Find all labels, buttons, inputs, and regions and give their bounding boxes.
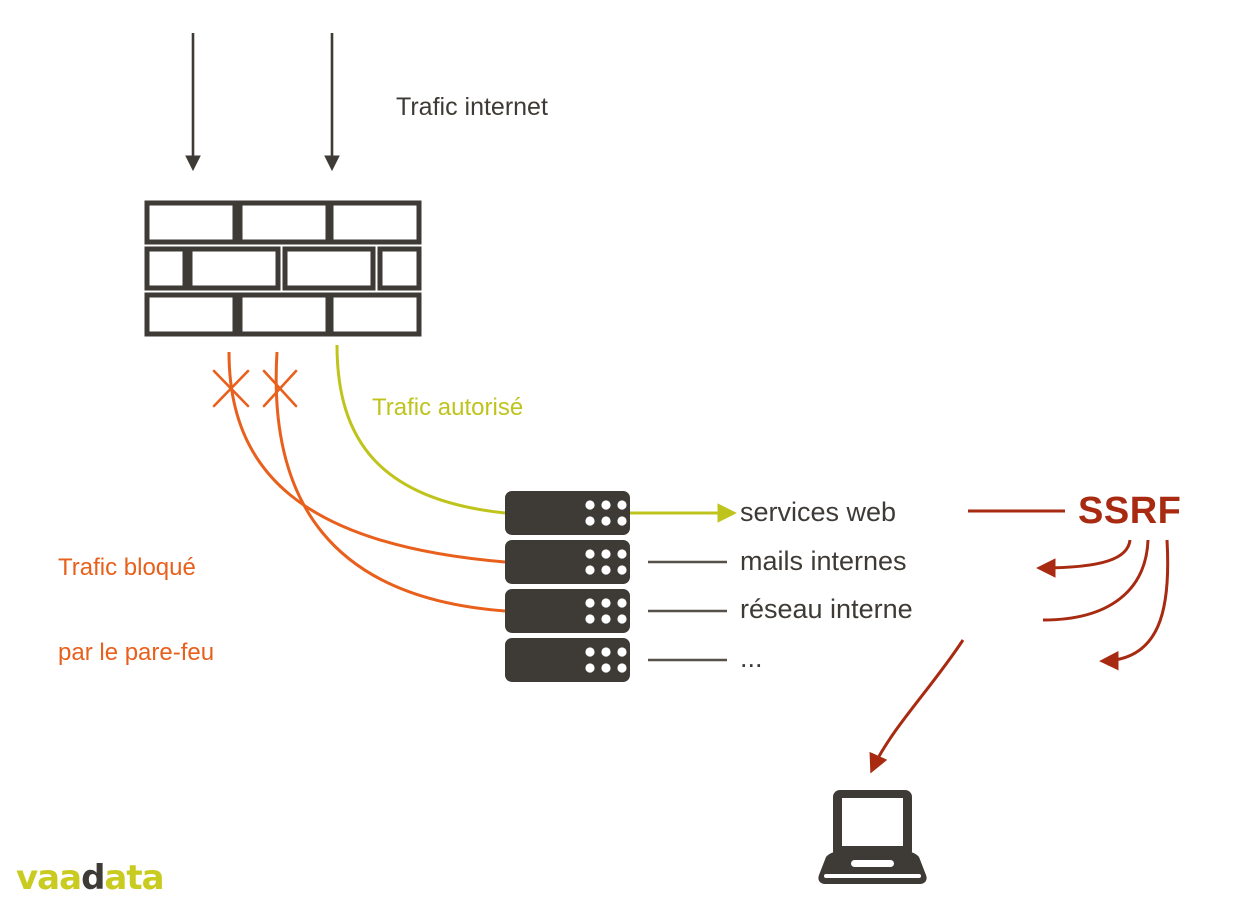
logo-part-3: ata [104,858,164,898]
firewall-wall [144,200,422,337]
allowed-traffic-curve [335,344,506,515]
server-unit-mails-internes[interactable] [505,540,630,584]
ssrf-arrow-down [1099,539,1170,671]
blocked-traffic-flows [227,351,506,613]
vaadata-logo: vaadata [16,858,165,898]
ssrf-arrow-to-mails [1036,539,1132,578]
blocked-markers [212,369,298,408]
firewall-brick [237,200,331,245]
firewall-brick [237,292,331,337]
firewall-brick [144,246,188,291]
label-other-services: ... [740,643,763,673]
laptop-icon [818,790,927,884]
label-reseau-interne: réseau interne [740,594,913,624]
server-led-dots [585,549,627,575]
logo-part-1: vaa [16,858,82,898]
ssrf-arrow-to-laptop [869,639,965,774]
blocked-cross-icon [262,369,298,408]
label-trafic-autorise: Trafic autorisé [372,394,524,421]
server-unit-services-web[interactable] [505,491,630,535]
server-led-dots [585,598,627,624]
label-trafic-bloque-line2: par le pare-feu [58,638,215,666]
firewall-brick [144,292,238,337]
incoming-traffic-arrows [185,33,340,172]
server-label-connectors [648,560,727,662]
label-trafic-bloque-line1: Trafic bloqué [58,553,196,581]
firewall-brick [328,200,422,245]
allowed-traffic-flow [335,344,737,523]
firewall-brick [144,200,238,245]
firewall-brick [187,246,281,291]
firewall-brick [377,246,422,291]
server-led-dots [585,500,627,526]
blocked-cross-icon [212,369,250,408]
label-trafic-bloque: Trafic bloqué par le pare-feu [58,497,214,724]
blocked-traffic-curve-2 [274,351,506,613]
server-unit-reseau-interne[interactable] [505,589,630,633]
logo-part-2: d [81,858,105,898]
ssrf-arrow-to-reseau [1042,539,1150,622]
label-mails-internes: mails internes [740,546,907,576]
firewall-brick [282,246,376,291]
ssrf-attack-arrows [1036,539,1170,671]
label-trafic-internet: Trafic internet [396,93,548,121]
server-unit-other[interactable] [505,638,630,682]
blocked-traffic-curve-1 [227,351,506,564]
server-led-dots [585,647,627,673]
label-services-web: services web [740,497,897,527]
label-ssrf: SSRF [1078,490,1182,532]
firewall-brick [328,292,422,337]
server-stack [505,491,630,682]
